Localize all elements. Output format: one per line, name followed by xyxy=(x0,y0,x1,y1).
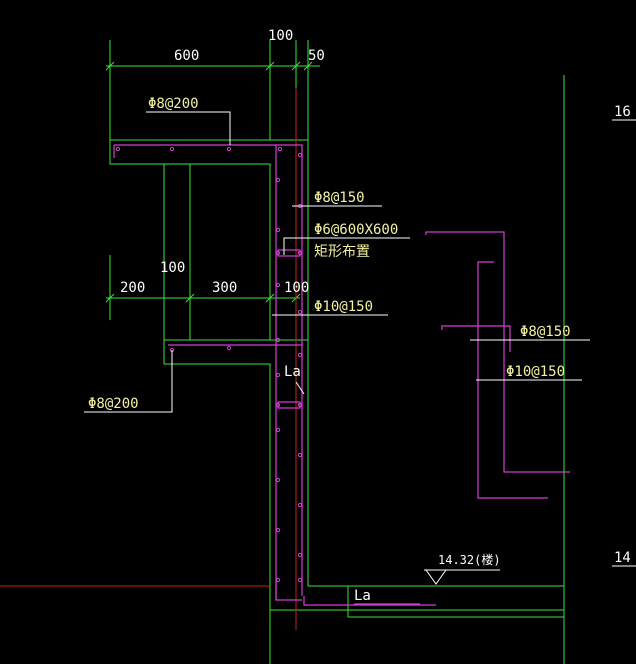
rebar-annotations: Φ8@200 Φ8@150 Φ6@600X600 矩形布置 Φ10@150 Φ8… xyxy=(88,96,631,604)
label-elevation: 14.32(楼) xyxy=(438,552,501,567)
dim-100-top: 100 xyxy=(268,28,293,44)
elevation-triangle xyxy=(425,569,447,585)
leader-bot-phi8 xyxy=(84,350,173,413)
dim-300: 300 xyxy=(212,280,237,296)
label-edge-16: 16 xyxy=(614,104,631,120)
leader-top-phi8 xyxy=(146,111,231,145)
dim-200: 200 xyxy=(120,280,145,296)
leader-phi6 xyxy=(283,237,410,255)
label-phi10-150-left: Φ10@150 xyxy=(314,299,373,315)
rebar-top-beam xyxy=(114,144,303,340)
stirrup-upper xyxy=(277,249,301,257)
label-rect-layout: 矩形布置 xyxy=(314,244,370,260)
leader-la xyxy=(295,381,305,395)
dimension-texts: 600 100 50 100 200 300 100 xyxy=(120,28,325,296)
dim-100-mid: 100 xyxy=(160,260,185,276)
label-bot-phi8-200: Φ8@200 xyxy=(88,396,139,412)
rebar-dots xyxy=(115,146,303,583)
stirrup-lower xyxy=(277,401,301,409)
label-top-phi8-200: Φ8@200 xyxy=(148,96,199,112)
label-la-lower: La xyxy=(354,588,371,604)
rebar-right-3 xyxy=(441,325,511,352)
dim-600: 600 xyxy=(174,48,199,64)
label-phi10-150-right: Φ10@150 xyxy=(506,364,565,380)
rebar-lines xyxy=(113,144,570,606)
leader-lines xyxy=(84,111,636,585)
rebar-slab-a xyxy=(303,596,436,606)
label-phi8-150-left: Φ8@150 xyxy=(314,190,365,206)
dim-ticks xyxy=(105,61,313,303)
red-lines xyxy=(0,88,297,630)
dim-50: 50 xyxy=(308,48,325,64)
rebar-right-1 xyxy=(425,231,570,473)
label-la-upper: La xyxy=(284,364,301,380)
label-edge-14: 14 xyxy=(614,550,631,566)
label-phi6-600x600: Φ6@600X600 xyxy=(314,222,398,238)
dim-100-right: 100 xyxy=(284,280,309,296)
label-phi8-150-right: Φ8@150 xyxy=(520,324,571,340)
